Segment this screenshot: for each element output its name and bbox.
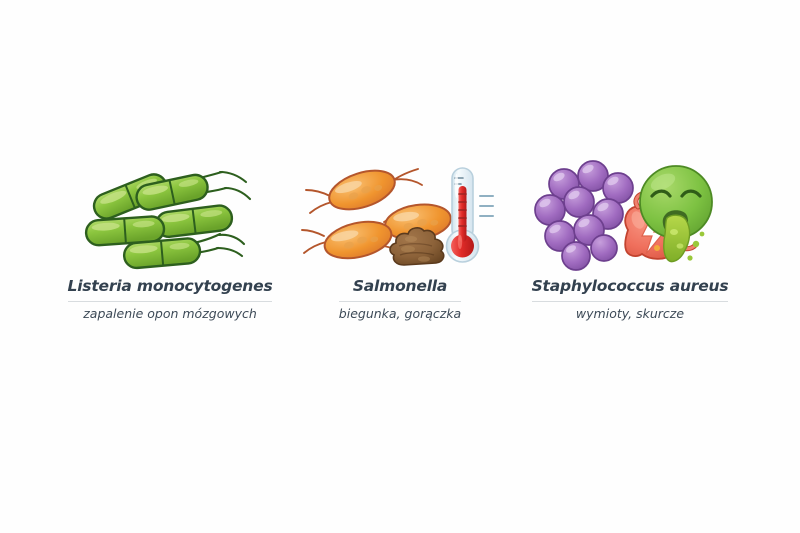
illustration-listeria <box>70 160 270 272</box>
caption-staphylococcus: Staphylococcus aureus wymioty, skurcze <box>531 272 729 321</box>
coccus-cluster <box>534 160 634 271</box>
card-listeria[interactable]: Listeria monocytogenes zapalenie opon mó… <box>55 160 285 321</box>
card-subtitle: wymioty, skurcze <box>575 305 685 321</box>
card-salmonella[interactable]: Salmonella biegunka, gorączka <box>285 160 515 321</box>
caption-divider <box>531 300 729 302</box>
vomiting-face-icon <box>639 165 713 263</box>
illustration-staphylococcus <box>530 160 730 272</box>
card-staphylococcus[interactable]: Staphylococcus aureus wymioty, skurcze <box>515 160 745 321</box>
illustration-salmonella <box>300 160 500 272</box>
caption-salmonella: Salmonella biegunka, gorączka <box>338 272 462 321</box>
card-subtitle: biegunka, gorączka <box>338 305 462 321</box>
thermometer-shape <box>445 167 494 263</box>
caption-divider <box>338 300 462 302</box>
caption-divider <box>67 300 273 302</box>
card-row: Listeria monocytogenes zapalenie opon mó… <box>0 160 800 321</box>
card-title: Salmonella <box>352 277 448 295</box>
card-title: Staphylococcus aureus <box>531 277 729 295</box>
stool-shape <box>389 227 445 266</box>
card-title: Listeria monocytogenes <box>67 277 273 295</box>
card-subtitle: zapalenie opon mózgowych <box>83 305 257 321</box>
caption-listeria: Listeria monocytogenes zapalenie opon mó… <box>67 272 273 321</box>
